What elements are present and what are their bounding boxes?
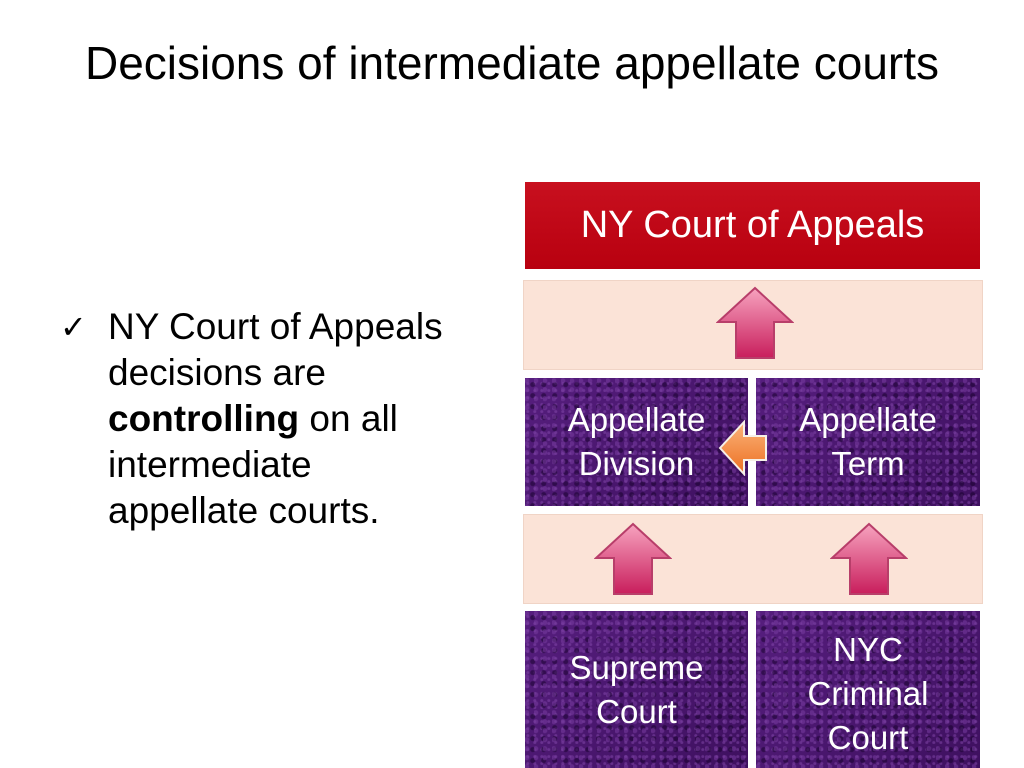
nyc-criminal-court-line-2: Criminal: [807, 674, 929, 712]
court-of-appeals-label: NY Court of Appeals: [580, 204, 925, 246]
nyc-criminal-court-box: NYC Criminal Court: [756, 611, 980, 768]
lower-arrow-band: [523, 514, 983, 604]
nyc-criminal-court-line-3: Court: [827, 718, 909, 756]
appellate-division-line-2: Division: [578, 445, 695, 482]
appellate-division-box: Appellate Division: [525, 378, 748, 506]
bullet-text-before: NY Court of Appeals decisions are: [108, 306, 443, 393]
up-arrow-icon: [716, 286, 794, 360]
appellate-term-line-1: Appellate: [799, 401, 937, 438]
up-arrow-icon: [594, 522, 672, 596]
bullet-text-bold: controlling: [108, 398, 300, 439]
left-arrow-icon: [718, 420, 768, 476]
bullet-text-after: on all intermediate appellate courts.: [108, 398, 398, 531]
bullet-point: ✓ NY Court of Appeals decisions are cont…: [60, 304, 470, 534]
supreme-court-line-2: Court: [596, 692, 677, 730]
appellate-division-line-1: Appellate: [567, 401, 706, 438]
court-of-appeals-box: NY Court of Appeals: [525, 182, 980, 272]
supreme-court-box: Supreme Court: [525, 611, 748, 768]
nyc-criminal-court-line-1: NYC: [833, 630, 903, 668]
checkmark-icon: ✓: [60, 309, 87, 345]
slide-title: Decisions of intermediate appellate cour…: [84, 37, 939, 89]
appellate-term-line-2: Term: [831, 445, 905, 482]
supreme-court-line-1: Supreme: [569, 648, 704, 686]
bullet-text: NY Court of Appeals decisions are contro…: [108, 304, 470, 534]
up-arrow-icon: [830, 522, 908, 596]
appellate-term-box: Appellate Term: [756, 378, 980, 506]
